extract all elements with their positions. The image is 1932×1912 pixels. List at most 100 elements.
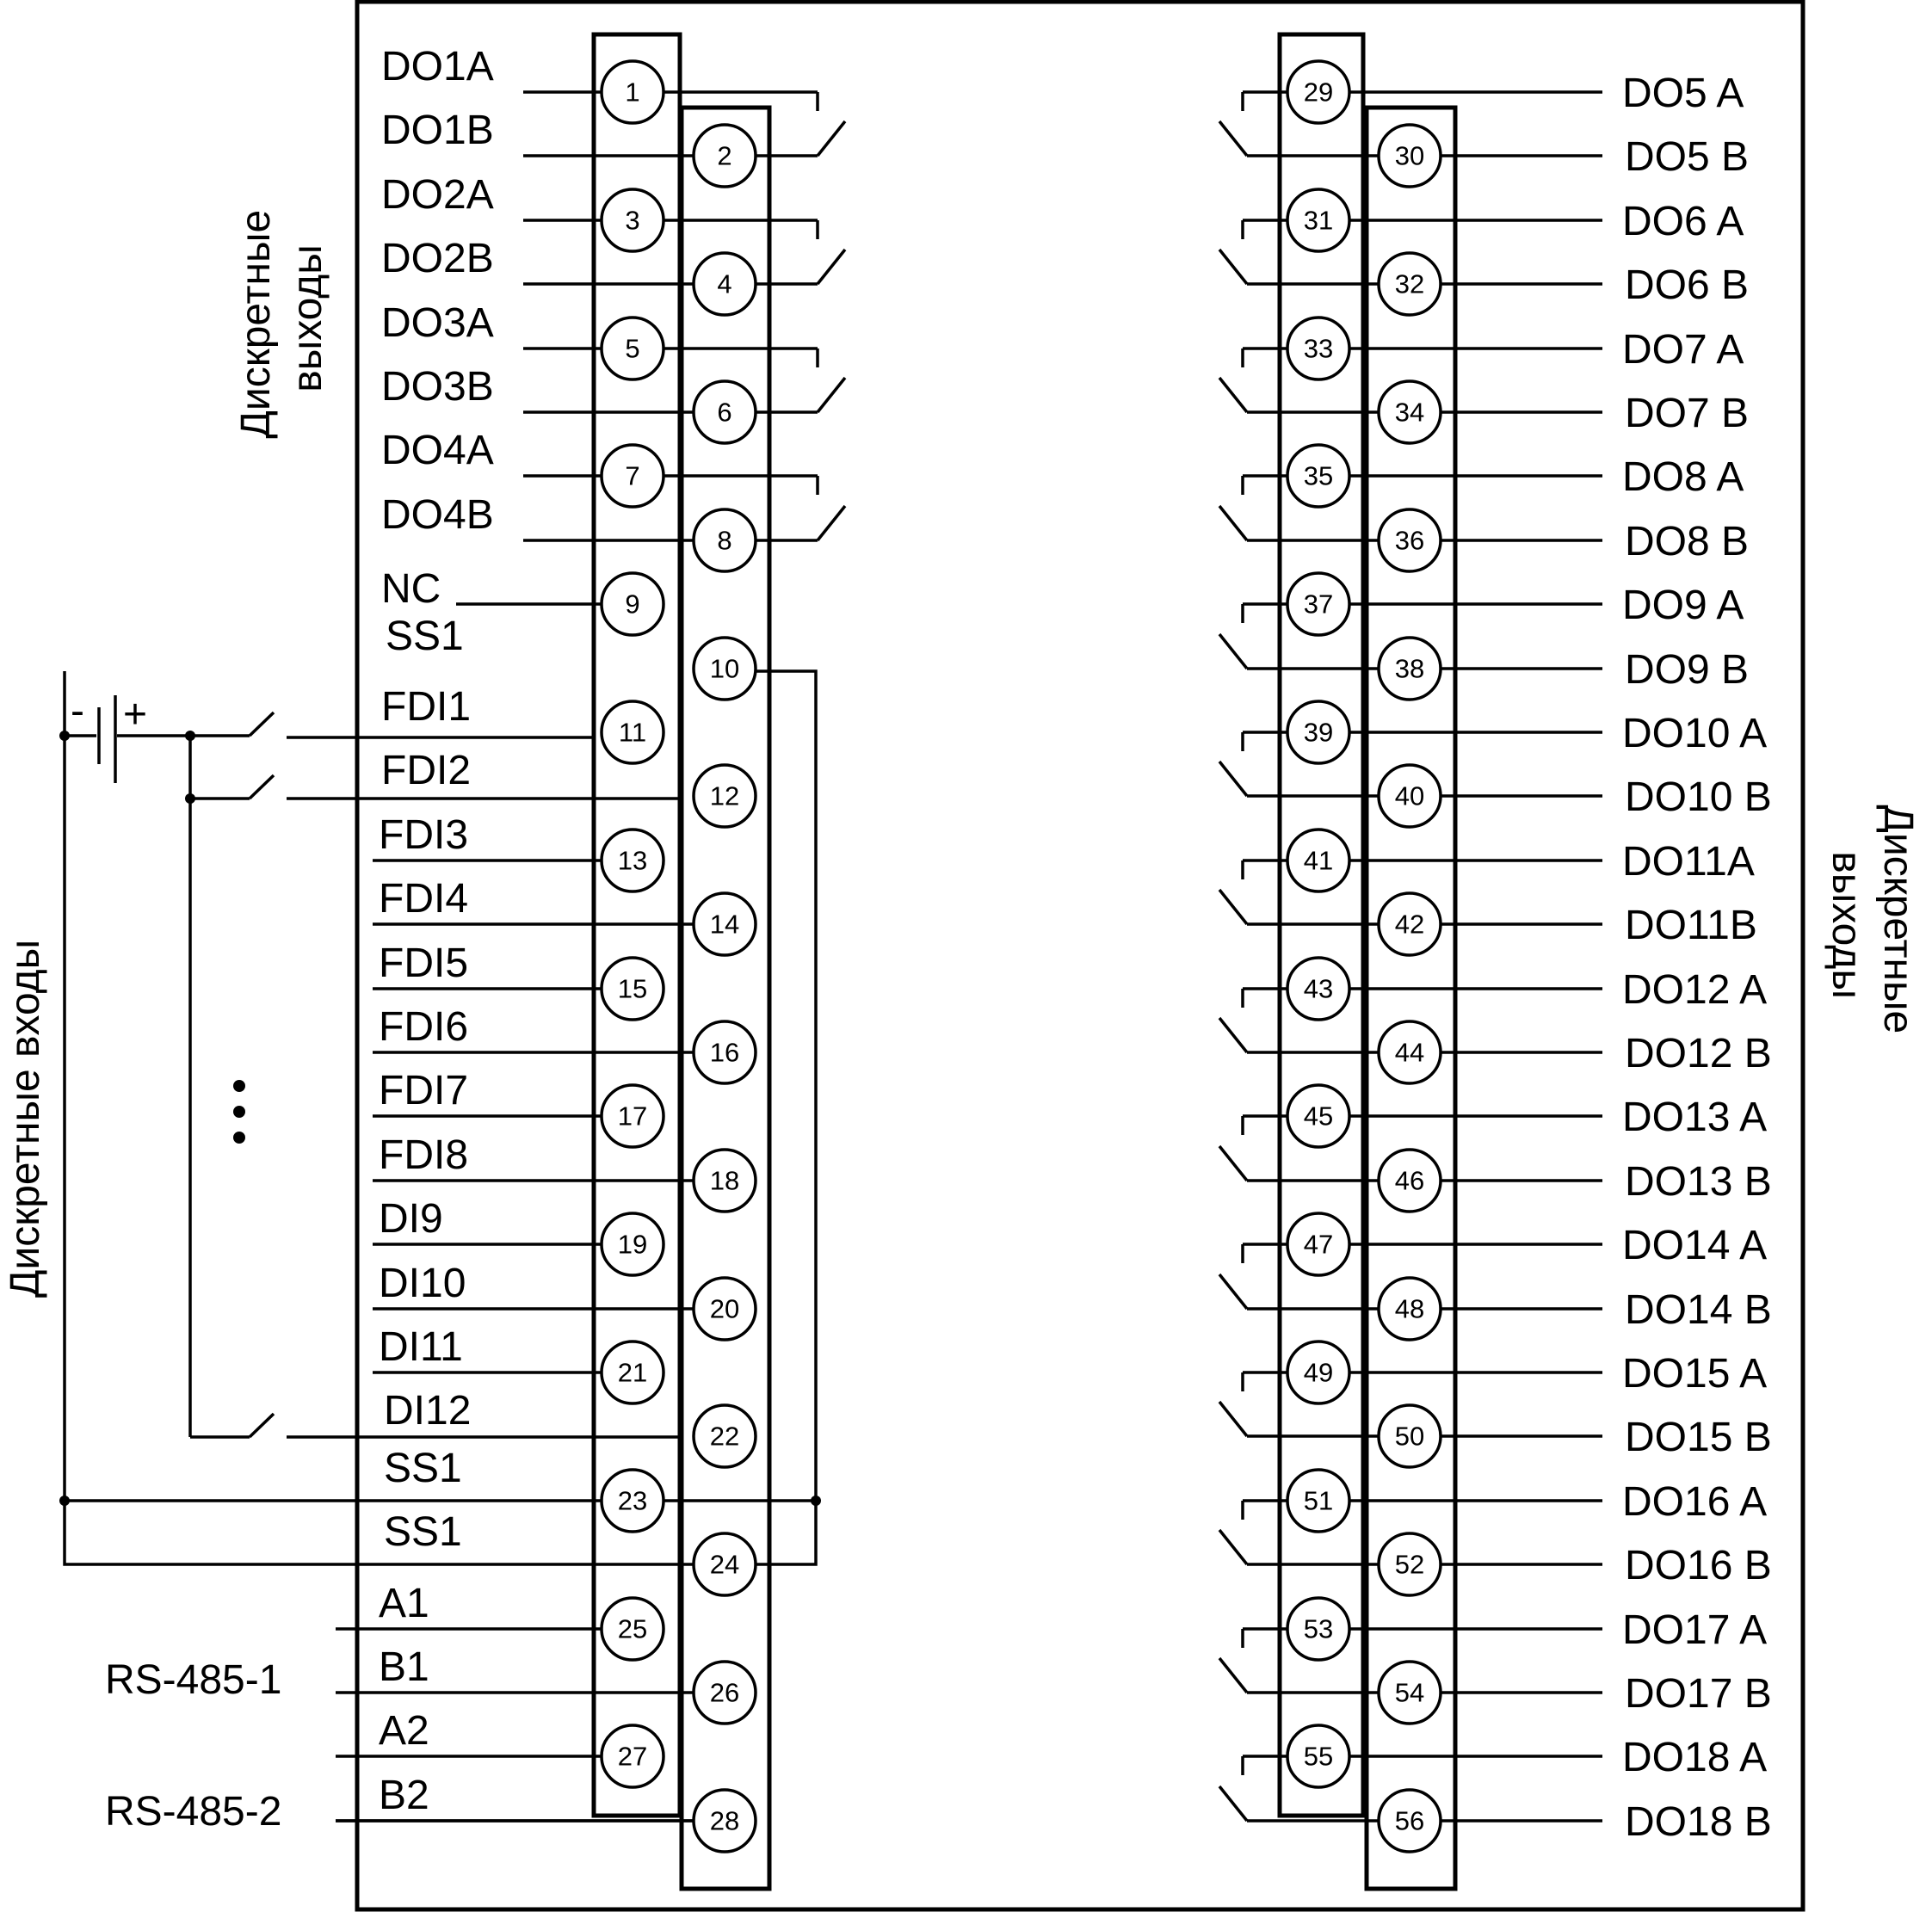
terminal-label-24: SS1	[384, 1509, 462, 1555]
terminal-number-10: 10	[710, 654, 739, 684]
terminal-number-23: 23	[618, 1486, 647, 1516]
terminal-number-20: 20	[710, 1294, 739, 1324]
terminal-label-29: DO5 A	[1622, 71, 1744, 116]
relay-contact	[816, 376, 847, 414]
battery-plus-sign: +	[123, 692, 147, 737]
terminal-number-6: 6	[717, 398, 731, 428]
terminal-number-16: 16	[710, 1038, 739, 1068]
relay-contact	[816, 248, 847, 286]
group-label-right-outputs-line1: Дискретные	[1875, 805, 1921, 1033]
group-label-left-outputs-line1: Дискретные	[233, 210, 279, 439]
terminal-number-49: 49	[1304, 1358, 1333, 1388]
terminal-number-39: 39	[1304, 718, 1333, 748]
terminal-label-50: DO15 B	[1625, 1415, 1772, 1460]
terminal-number-5: 5	[625, 334, 639, 364]
terminal-label-6: DO3B	[381, 364, 494, 410]
terminal-label-26: B1	[379, 1644, 429, 1690]
switch-fdi1	[248, 711, 275, 737]
terminal-24	[692, 1532, 757, 1597]
terminal-number-55: 55	[1304, 1742, 1333, 1772]
terminal-label-34: DO7 B	[1625, 391, 1749, 436]
terminal-18	[692, 1148, 757, 1213]
terminal-number-27: 27	[618, 1742, 647, 1772]
terminal-label-45: DO13 A	[1622, 1095, 1767, 1140]
terminal-21	[600, 1340, 665, 1405]
terminal-number-54: 54	[1395, 1678, 1424, 1708]
group-label-inputs: Дискретные входы	[3, 940, 48, 1298]
input-circuit	[59, 669, 821, 1566]
terminal-label-30: DO5 B	[1625, 134, 1749, 180]
terminal-17	[600, 1083, 665, 1149]
terminal-number-11: 11	[619, 718, 646, 748]
relay-contact	[1218, 120, 1249, 157]
terminal-number-47: 47	[1304, 1230, 1333, 1260]
terminal-label-53: DO17 A	[1622, 1607, 1767, 1653]
terminal-number-52: 52	[1395, 1550, 1424, 1580]
terminal-label-19: DI9	[379, 1196, 443, 1242]
terminal-label-38: DO9 B	[1625, 647, 1749, 693]
terminal-label-4: DO2B	[381, 236, 494, 281]
terminal-number-38: 38	[1395, 654, 1424, 684]
terminal-number-8: 8	[717, 526, 731, 556]
terminal-label-47: DO14 A	[1622, 1223, 1767, 1268]
terminal-22	[692, 1403, 757, 1469]
terminal-number-19: 19	[618, 1230, 647, 1260]
terminal-23	[600, 1468, 665, 1533]
terminal-label-8: DO4B	[381, 492, 494, 538]
terminal-number-42: 42	[1395, 910, 1424, 940]
terminal-19	[600, 1212, 665, 1277]
terminal-number-14: 14	[710, 910, 739, 940]
terminal-label-11: FDI1	[381, 684, 471, 730]
terminal-number-21: 21	[618, 1358, 647, 1388]
terminal-label-41: DO11A	[1622, 839, 1755, 885]
terminal-label-15: FDI5	[379, 941, 468, 986]
junction-dot	[185, 793, 195, 804]
terminal-label-14: FDI4	[379, 876, 468, 922]
terminal-number-40: 40	[1395, 781, 1424, 811]
terminal-number-33: 33	[1304, 334, 1333, 364]
relay-contact	[1218, 760, 1249, 798]
terminal-number-50: 50	[1395, 1422, 1424, 1452]
terminal-label-48: DO14 B	[1625, 1287, 1772, 1333]
relay-contact	[1218, 1528, 1249, 1566]
relay-contact	[1218, 632, 1249, 670]
terminal-label-54: DO17 B	[1625, 1671, 1772, 1717]
terminal-label-10: SS1	[386, 614, 464, 659]
terminal-number-18: 18	[710, 1166, 739, 1196]
terminal-label-22: DI12	[384, 1388, 471, 1434]
terminal-label-27: A2	[379, 1708, 429, 1754]
terminal-label-5: DO3A	[381, 300, 494, 346]
terminal-label-55: DO18 A	[1622, 1735, 1767, 1780]
terminal-label-3: DO2A	[381, 172, 494, 218]
ellipsis-dot	[233, 1080, 245, 1092]
terminal-number-28: 28	[710, 1806, 739, 1836]
terminal-28	[692, 1788, 757, 1853]
terminal-11	[600, 700, 665, 765]
terminal-number-22: 22	[710, 1422, 739, 1452]
terminal-label-1: DO1A	[381, 44, 494, 89]
rs485-port1-label: RS-485-1	[105, 1657, 281, 1703]
group-label-right-outputs-line2: выходы	[1824, 851, 1869, 999]
terminal-label-21: DI11	[379, 1324, 463, 1370]
terminal-label-49: DO15 A	[1622, 1351, 1767, 1397]
terminal-label-17: FDI7	[379, 1068, 468, 1113]
terminal-label-12: FDI2	[381, 748, 471, 793]
terminal-label-18: FDI8	[379, 1132, 468, 1178]
terminal-26	[692, 1660, 757, 1725]
terminal-number-17: 17	[618, 1101, 647, 1132]
terminal-label-44: DO12 B	[1625, 1031, 1772, 1076]
terminal-9	[600, 571, 665, 637]
terminal-label-39: DO10 A	[1622, 711, 1767, 756]
ellipsis-dot	[233, 1106, 245, 1118]
terminal-number-46: 46	[1395, 1166, 1424, 1196]
terminal-label-36: DO8 B	[1625, 519, 1749, 564]
terminal-number-2: 2	[717, 141, 731, 171]
battery-minus-sign: -	[71, 688, 84, 734]
terminal-number-4: 4	[717, 269, 731, 299]
terminal-number-45: 45	[1304, 1101, 1333, 1132]
terminal-27	[600, 1724, 665, 1789]
terminal-15	[600, 956, 665, 1021]
terminal-16	[692, 1020, 757, 1085]
terminal-14	[692, 891, 757, 957]
